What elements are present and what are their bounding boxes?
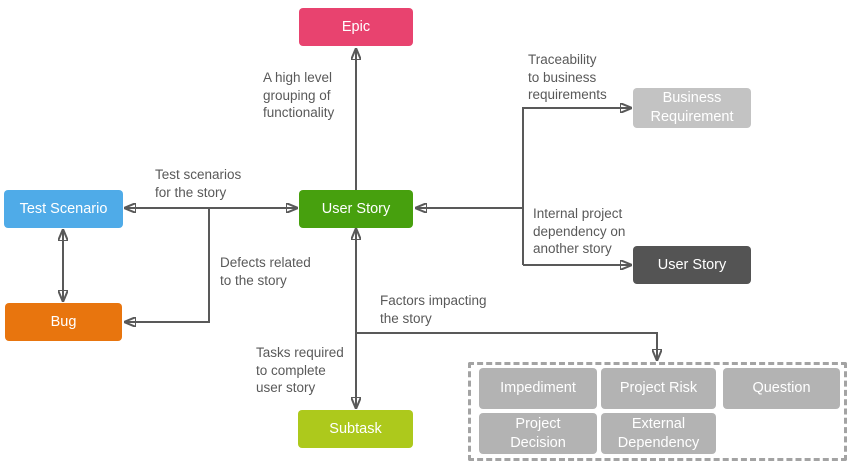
node-project-risk: Project Risk bbox=[601, 368, 716, 409]
node-impediment: Impediment bbox=[479, 368, 597, 409]
node-project-decision: Project Decision bbox=[479, 413, 597, 454]
node-epic: Epic bbox=[299, 8, 413, 46]
edge-junction-to-businessrequirement bbox=[522, 108, 631, 265]
edge-label-grouping: A high level grouping of functionality bbox=[263, 70, 335, 120]
edge-label-internal-dependency: Internal project dependency on another s… bbox=[533, 206, 626, 256]
edge-label-factors: Factors impacting the story bbox=[380, 293, 487, 326]
edge-label-test-scenarios: Test scenarios for the story bbox=[155, 167, 242, 200]
node-user-story-related: User Story bbox=[633, 246, 751, 284]
node-external-dependency: External Dependency bbox=[601, 413, 716, 454]
factors-cluster: Impediment Project Risk Question Project… bbox=[468, 362, 847, 461]
edge-factors-to-cluster bbox=[356, 332, 657, 360]
node-user-story: User Story bbox=[299, 190, 413, 228]
node-question: Question bbox=[723, 368, 840, 409]
edge-label-traceability: Traceability to business requirements bbox=[528, 52, 607, 102]
edge-label-tasks: Tasks required to complete user story bbox=[256, 345, 344, 395]
node-subtask: Subtask bbox=[298, 410, 413, 448]
node-bug: Bug bbox=[5, 303, 122, 341]
node-test-scenario: Test Scenario bbox=[4, 190, 123, 228]
edge-label-defects: Defects related to the story bbox=[220, 255, 311, 288]
node-business-requirement: Business Requirement bbox=[633, 88, 751, 128]
edge-junction-to-bug bbox=[125, 208, 210, 322]
